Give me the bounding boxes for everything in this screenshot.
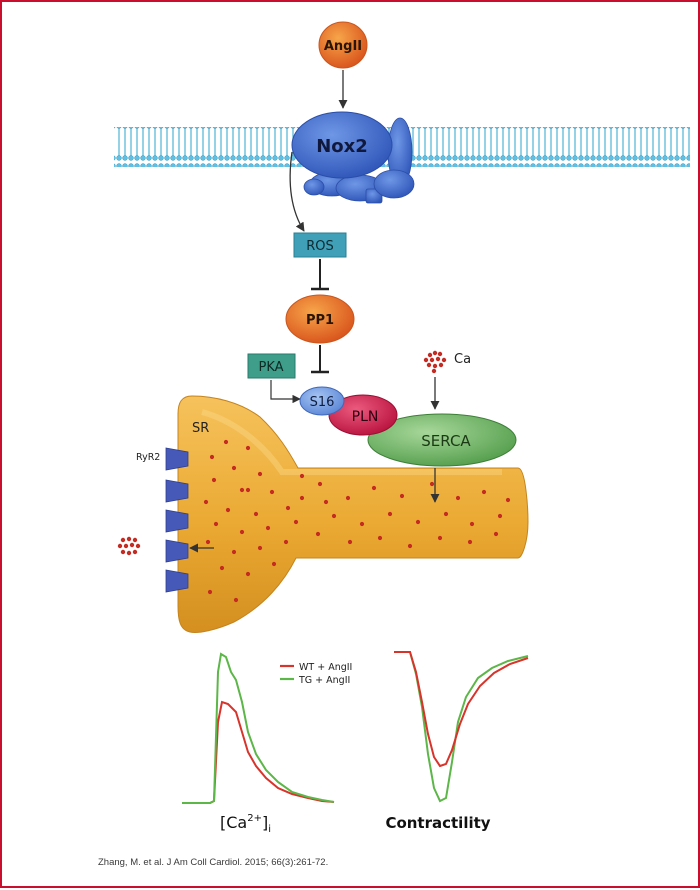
sr-calcium-store	[203, 439, 511, 603]
nox2-to-ros-arrow	[289, 151, 305, 232]
sr-body	[177, 395, 529, 633]
s16-label: S16	[310, 395, 335, 410]
pka-to-s16-arrow	[270, 380, 301, 404]
nox2-complex: Nox2	[291, 111, 415, 204]
serca-label: SERCA	[421, 432, 471, 450]
calcium-axis-label: [Ca2+]i	[220, 813, 271, 835]
contractility-axis-label: Contractility	[385, 814, 490, 832]
pln-node: PLN	[328, 394, 398, 436]
ryr2-label: RyR2	[136, 452, 160, 463]
ros-label: ROS	[306, 239, 334, 254]
angii-node: AngII	[318, 21, 368, 69]
ros-node: ROS	[293, 232, 347, 258]
calcium-trace-wt	[182, 700, 335, 804]
pln-label: PLN	[352, 409, 379, 425]
pka-label: PKA	[258, 360, 283, 375]
calcium-trace-tg	[182, 652, 335, 804]
legend-tg-label: TG + AngII	[298, 675, 350, 686]
citation: Zhang, M. et al. J Am Coll Cardiol. 2015…	[98, 857, 329, 868]
pp1-node: PP1	[285, 294, 355, 344]
angii-label: AngII	[324, 39, 362, 54]
contractility-plot	[394, 651, 529, 803]
calcium-transient-plot	[182, 652, 335, 804]
s16-node: S16	[299, 386, 345, 416]
ca-ion-cluster	[423, 350, 447, 374]
contractility-trace-wt	[394, 651, 529, 768]
legend-wt-label: WT + AngII	[299, 662, 352, 673]
contractility-trace-tg	[394, 651, 529, 803]
sr-label: SR	[192, 421, 209, 436]
ryr2-channels	[165, 447, 189, 593]
nox2-node	[291, 111, 393, 179]
nox2-label: Nox2	[316, 136, 368, 157]
serca-node: SERCA	[367, 413, 517, 467]
pp1-label: PP1	[306, 313, 334, 328]
ca-label: Ca	[454, 352, 471, 367]
pka-node: PKA	[247, 353, 296, 379]
plot-legend: WT + AngII TG + AngII	[280, 662, 352, 686]
released-ca-cluster	[117, 536, 141, 556]
